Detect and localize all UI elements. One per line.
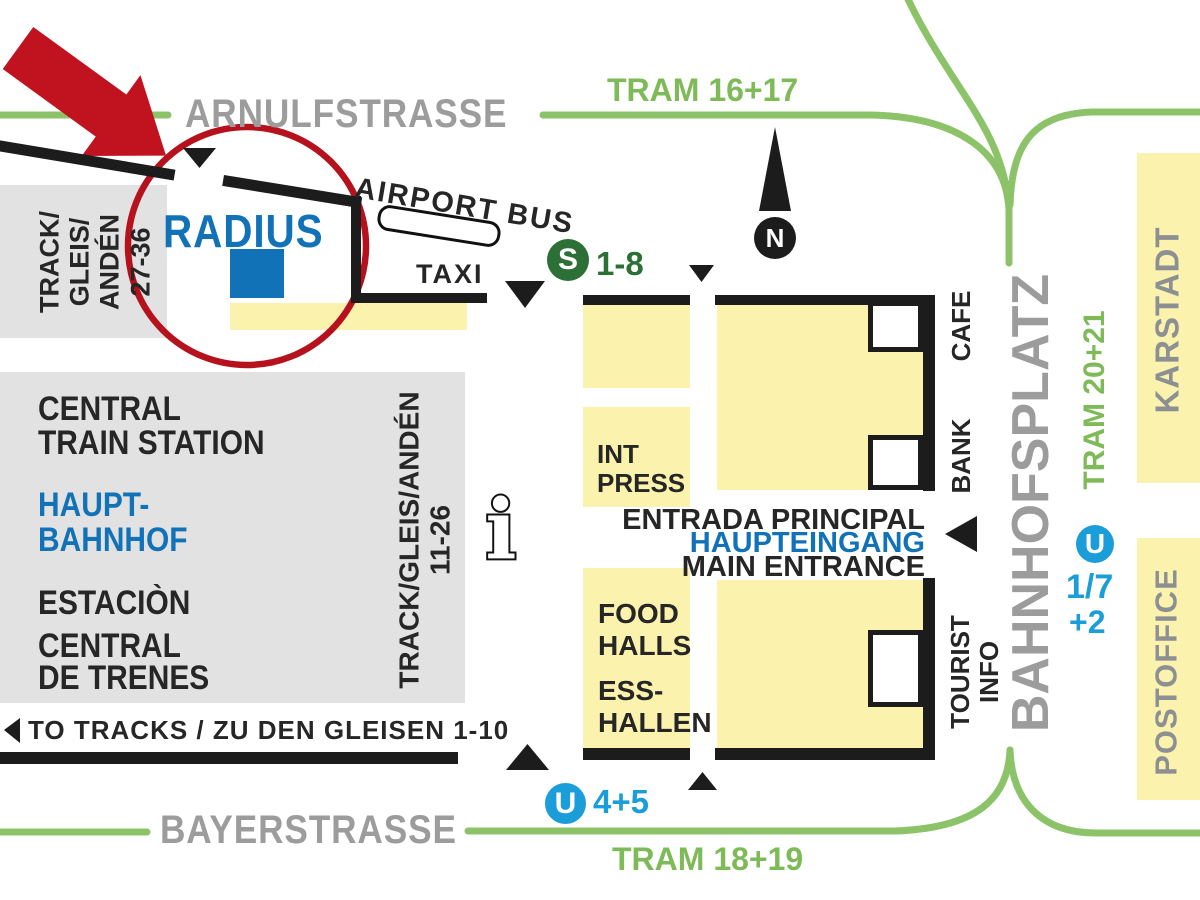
taxi-label: TAXI bbox=[416, 259, 484, 289]
east-wall-south bbox=[923, 578, 935, 760]
compass-north-needle-icon bbox=[759, 127, 791, 211]
tram-line-south-label: TRAM 18+19 bbox=[612, 841, 804, 877]
street-arnulfstrasse: ARNULFSTRASSE bbox=[185, 92, 508, 136]
ubahn-east-line1-label: 1/7 bbox=[1066, 568, 1114, 606]
tram-line-north-label: TRAM 16+17 bbox=[607, 72, 799, 108]
entrance-label-de: HAUPTEINGANG bbox=[689, 527, 925, 559]
entrance-arrow-northwest-icon bbox=[183, 148, 216, 168]
station-name-en-2: TRAIN STATION bbox=[38, 424, 265, 462]
tracks-west-line1: TRACK/ bbox=[34, 211, 65, 313]
street-bayerstrasse: BAYERSTRASSE bbox=[160, 808, 457, 852]
sbahn-lines-label: 1-8 bbox=[596, 245, 644, 282]
ess-hallen-line1: ESS- bbox=[598, 675, 664, 706]
entrance-arrow-sbahn-icon bbox=[505, 281, 545, 308]
entrance-arrow-south-big-icon bbox=[506, 744, 549, 770]
to-tracks-label: TO TRACKS / ZU DEN GLEISEN 1-10 bbox=[28, 715, 510, 745]
tracks-main-range: 11-26 bbox=[425, 504, 456, 576]
ubahn-logo-south: U bbox=[545, 783, 586, 824]
cafe-label: CAFE bbox=[946, 290, 976, 362]
tracks-west-line3: ANDÉN bbox=[95, 214, 125, 311]
station-name-es-3: DE TRENES bbox=[38, 659, 210, 697]
int-press-label: INT PRESS bbox=[597, 441, 685, 496]
ubahn-logo-east: U bbox=[1076, 525, 1114, 563]
int-press-line1: INT bbox=[597, 439, 639, 469]
food-halls-line1: FOOD bbox=[598, 598, 679, 629]
station-name-en-1: CENTRAL bbox=[38, 390, 181, 428]
station-name-es-2: CENTRAL bbox=[38, 627, 181, 665]
food-halls-line2: HALLS bbox=[598, 630, 692, 661]
ess-hallen-label: ESS- HALLEN bbox=[598, 677, 712, 737]
tourist-info-label: TOURIST INFO bbox=[944, 615, 1004, 729]
cafe-booth bbox=[868, 301, 923, 352]
tracks-west-label: TRACK/ GLEIS/ ANDÉN 27-36 bbox=[35, 211, 156, 313]
north-wall-west bbox=[0, 139, 176, 181]
tram-line-northwest-branch bbox=[904, 0, 1012, 204]
station-name-de-2: BAHNHOF bbox=[38, 521, 188, 559]
compass-n-label: N bbox=[765, 222, 785, 253]
north-wall-shop-a bbox=[583, 295, 690, 305]
tram-line-east-label: TRAM 20+21 bbox=[1078, 310, 1111, 490]
postoffice-label: POSTOFFICE bbox=[1148, 568, 1184, 776]
sbahn-logo: S bbox=[547, 239, 589, 281]
entrance-arrow-south-small-icon bbox=[688, 772, 717, 790]
food-halls-block bbox=[583, 568, 690, 748]
ess-hallen-line2: HALLEN bbox=[598, 707, 712, 738]
tracks-west-line2: GLEIS/ bbox=[64, 217, 95, 307]
tourist-info-line2: INFO bbox=[974, 640, 1004, 704]
north-wall-east bbox=[715, 295, 935, 305]
entrance-label-es: ENTRADA PRINCIPAL bbox=[622, 504, 925, 536]
south-wall-food bbox=[583, 748, 690, 760]
food-halls-label: FOOD HALLS bbox=[598, 600, 691, 660]
bank-label: BANK bbox=[946, 418, 976, 494]
tourist-info-booth bbox=[868, 630, 923, 707]
int-press-line2: PRESS bbox=[597, 468, 686, 498]
entrance-label-en: MAIN ENTRANCE bbox=[681, 551, 925, 583]
entrance-arrow-main-icon bbox=[945, 516, 977, 552]
taxi-wall bbox=[351, 293, 487, 303]
south-wall-east bbox=[715, 748, 935, 760]
info-icon: i bbox=[485, 482, 516, 578]
to-tracks-arrow-icon bbox=[4, 718, 20, 743]
station-name-es-1: ESTACIÒN bbox=[38, 584, 191, 622]
bank-booth bbox=[868, 435, 923, 490]
shop-block-a bbox=[583, 305, 690, 388]
ubahn-south-lines-label: 4+5 bbox=[593, 783, 649, 820]
north-shops-strip bbox=[230, 303, 467, 330]
tracks-main-label: TRACK/GLEIS/ANDÉN 11-26 bbox=[394, 391, 457, 688]
tracks-west-range: 27-36 bbox=[125, 227, 156, 297]
station-hall-block bbox=[0, 372, 465, 703]
east-wall-north bbox=[923, 295, 935, 491]
ubahn-east-letter: U bbox=[1084, 528, 1106, 559]
north-wall-mid bbox=[222, 175, 363, 209]
to-tracks-wall bbox=[0, 752, 458, 764]
radius-brand-label: RADIUS bbox=[163, 205, 324, 257]
karstadt-label: KARSTADT bbox=[1148, 226, 1186, 414]
sbahn-logo-letter: S bbox=[557, 243, 578, 276]
ubahn-east-line2-label: +2 bbox=[1069, 604, 1106, 640]
int-press-block bbox=[583, 407, 690, 507]
compass-n-badge: N bbox=[754, 217, 796, 259]
street-bahnhofsplatz: BAHNHOFSPLATZ bbox=[1002, 273, 1060, 733]
forecourt-wall-vertical bbox=[351, 196, 361, 303]
entrance-arrow-north-small-icon bbox=[689, 265, 714, 282]
ubahn-south-letter: U bbox=[554, 786, 577, 820]
tracks-main-line1: TRACK/GLEIS/ANDÉN bbox=[393, 391, 425, 689]
tourist-info-line1: TOURIST bbox=[944, 615, 975, 729]
station-name-de-1: HAUPT- bbox=[38, 486, 150, 524]
